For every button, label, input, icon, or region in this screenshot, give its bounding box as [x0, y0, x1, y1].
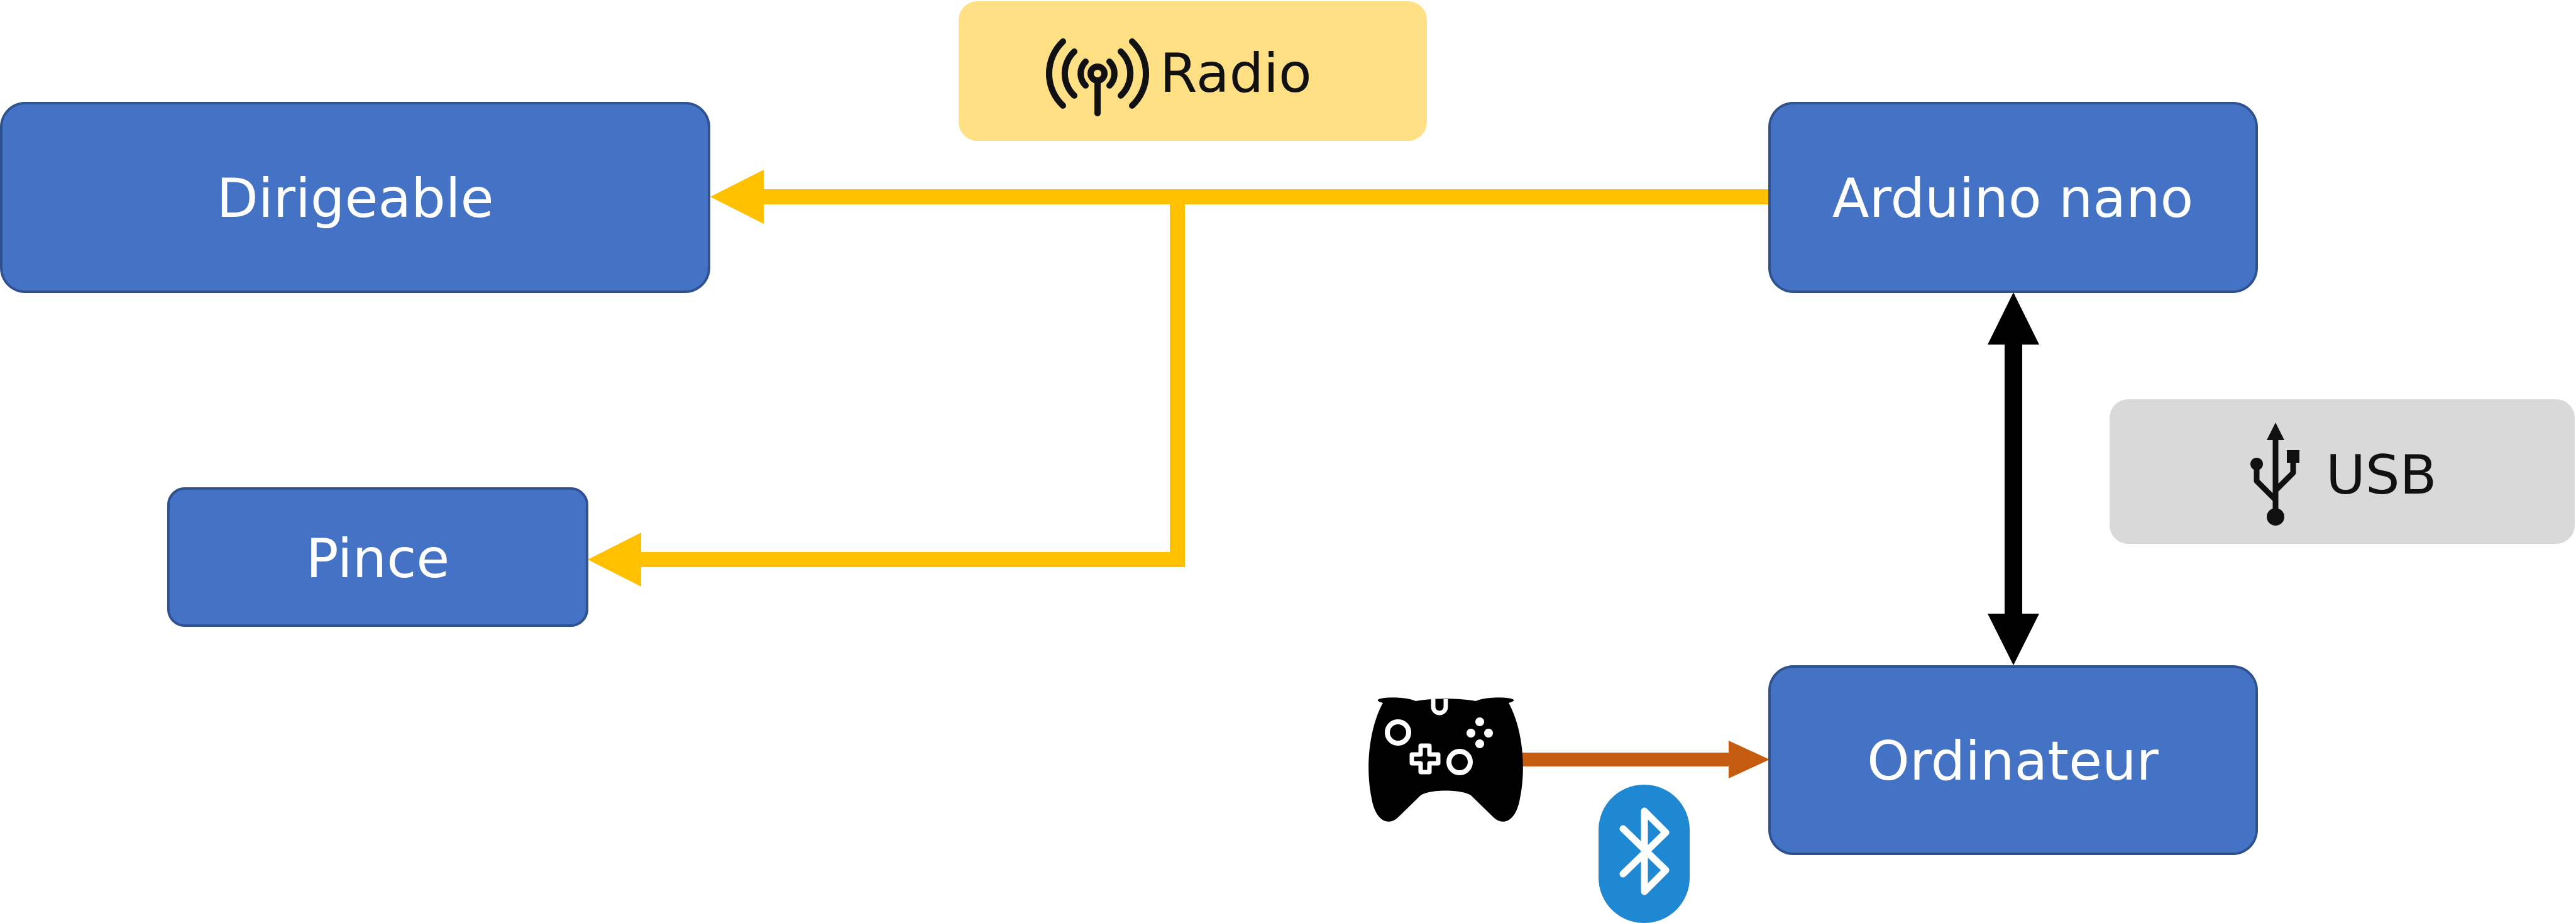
radio-link-branch	[635, 197, 1185, 567]
usb-link	[1988, 292, 2039, 665]
gamepad-icon	[1368, 697, 1523, 822]
node-pince-label: Pince	[306, 528, 450, 590]
node-ordinateur: Ordinateur	[1768, 665, 2258, 855]
node-arduino: Arduino nano	[1768, 102, 2258, 293]
usb-arrowhead-down	[1988, 614, 2039, 665]
radio-arrowhead-dirigeable	[710, 170, 764, 224]
bluetooth-arrowhead	[1729, 741, 1770, 778]
usb-badge-label: USB	[2326, 444, 2437, 507]
node-dirigeable: Dirigeable	[0, 102, 710, 293]
usb-arrowhead-up	[1988, 292, 2039, 345]
radio-links	[588, 170, 1770, 587]
bluetooth-icon	[1599, 785, 1690, 923]
usb-icon	[2250, 423, 2299, 526]
node-pince: Pince	[167, 487, 588, 627]
node-dirigeable-label: Dirigeable	[217, 167, 494, 230]
radio-arrowhead-pince	[588, 533, 641, 587]
radio-antenna-icon	[1046, 38, 1149, 116]
bluetooth-link	[1521, 741, 1770, 778]
usb-badge: USB	[2110, 399, 2575, 544]
radio-badge: Radio	[959, 1, 1427, 141]
node-arduino-label: Arduino nano	[1832, 167, 2193, 230]
radio-badge-label: Radio	[1160, 42, 1312, 105]
node-ordinateur-label: Ordinateur	[1867, 730, 2159, 793]
